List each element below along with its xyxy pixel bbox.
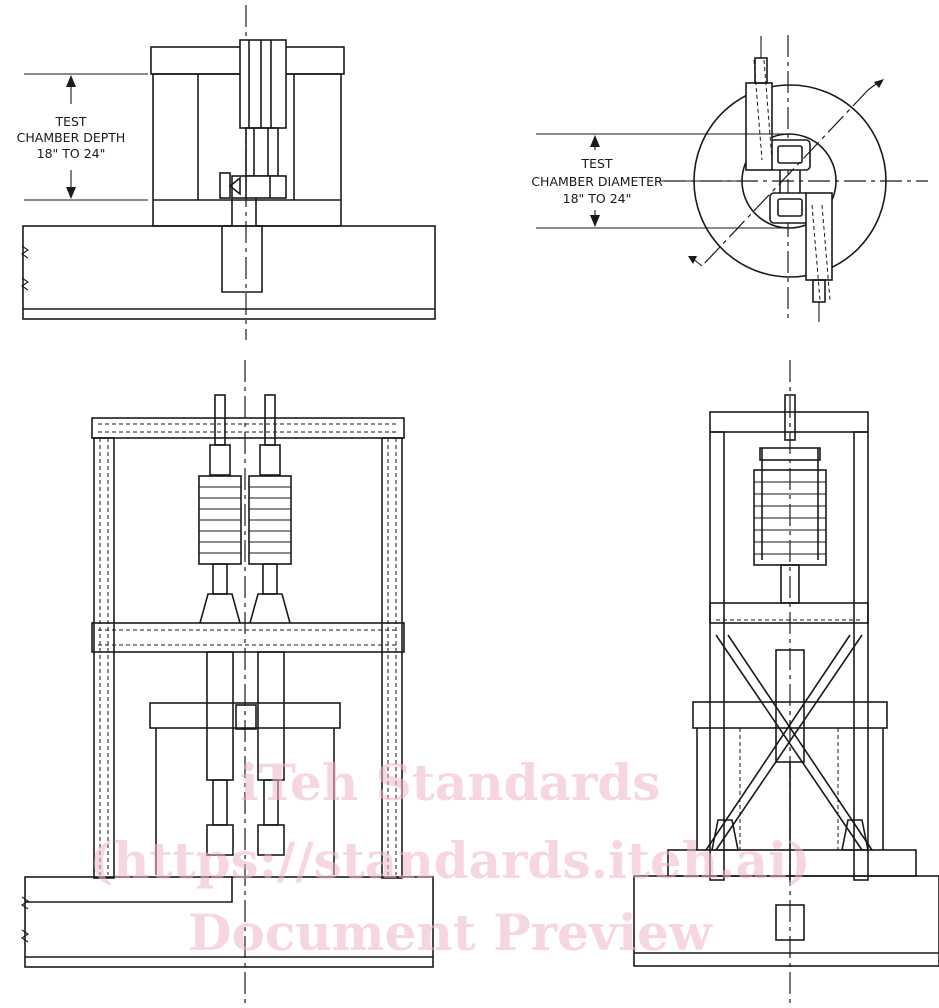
diameter-label-line-3: 18" TO 24": [563, 191, 632, 206]
depth-label-line-1: TEST: [54, 114, 86, 129]
watermark-line-2: (https://standards.iteh.ai): [89, 831, 810, 890]
watermark: iTeh Standards (https://standards.iteh.a…: [89, 753, 810, 962]
watermark-line-1: iTeh Standards: [240, 753, 661, 812]
watermark-line-3: Document Preview: [188, 903, 714, 962]
depth-label-line-2: CHAMBER DEPTH: [17, 130, 126, 145]
depth-label-line-3: 18" TO 24": [37, 146, 106, 161]
plan-view-diameter: TEST CHAMBER DIAMETER 18" TO 24": [531, 35, 928, 322]
front-elevation-view: [21, 360, 434, 1005]
side-elevation-view: [633, 360, 939, 1005]
section-view-depth: TEST CHAMBER DEPTH 18" TO 24": [17, 5, 436, 340]
diameter-label-line-1: TEST: [580, 156, 612, 171]
diameter-label-line-2: CHAMBER DIAMETER: [531, 174, 663, 189]
